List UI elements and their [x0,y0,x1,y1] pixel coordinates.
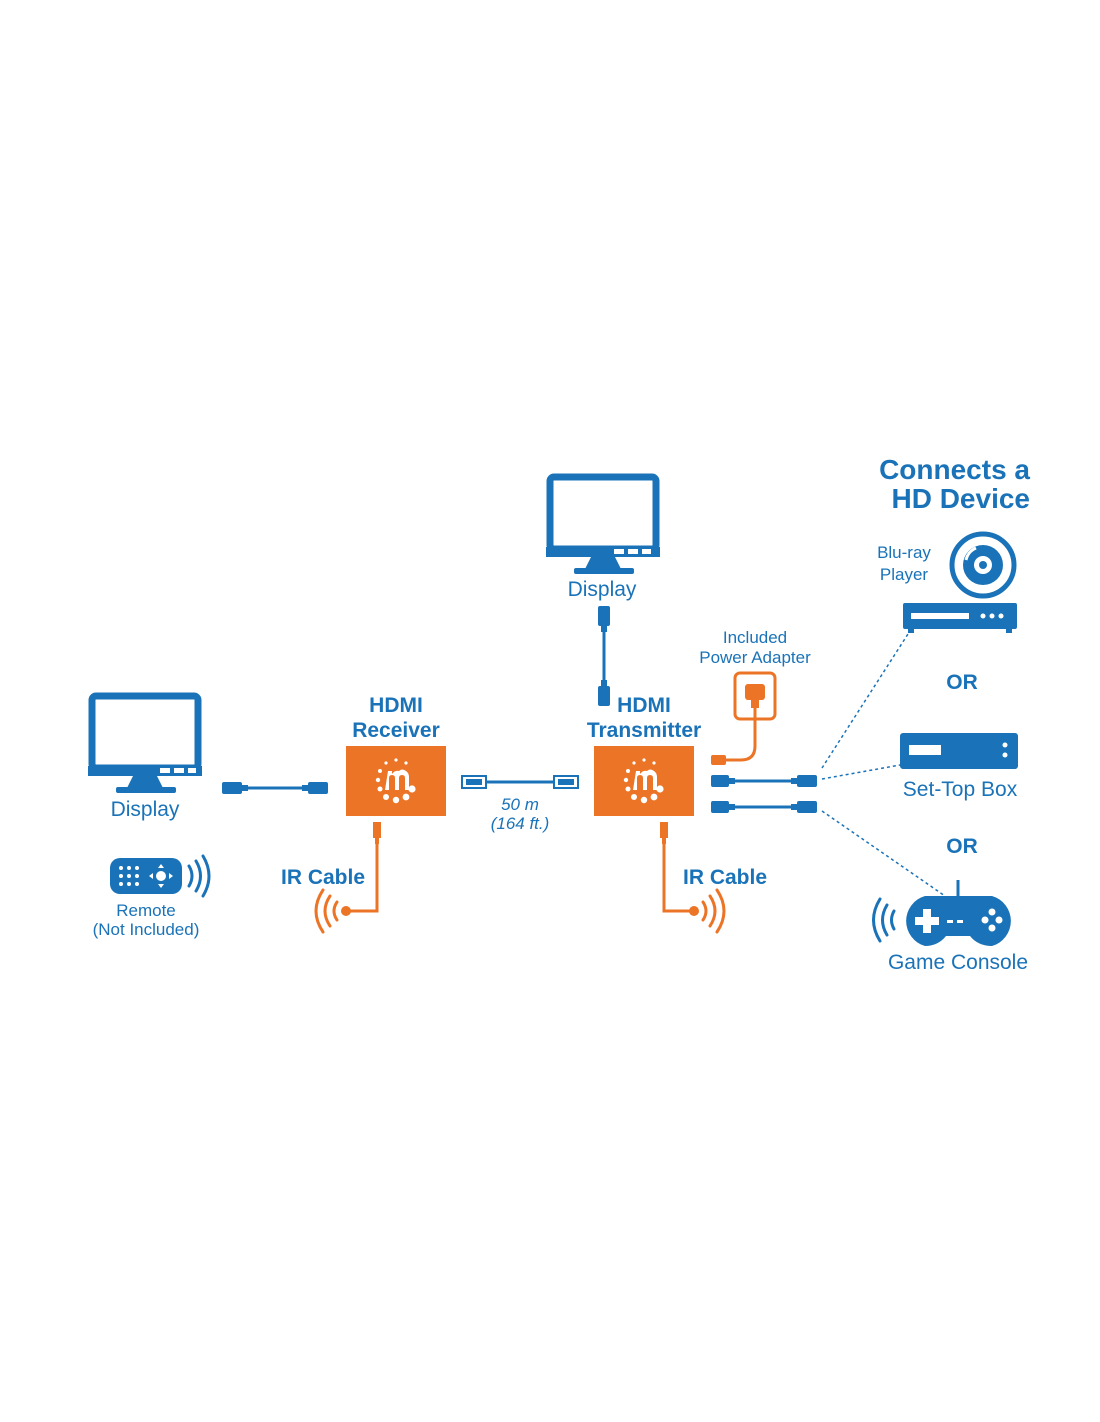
cable-length-feet: (164 ft.) [491,814,550,833]
receiver-label-line1: HDMI [369,694,423,717]
remote-icon [110,858,182,894]
connector-dotted-lines [821,633,946,897]
network-cable [461,775,579,789]
heading-line2: HD Device [891,483,1030,514]
receiver-logo-icon [375,758,416,804]
remote-note: (Not Included) [93,920,200,939]
bluray-label-line2: Player [880,565,929,584]
hdmi-cable-transmitter-to-device-1 [711,775,817,787]
ir-cable-transmitter [660,822,699,916]
ir-cable-transmitter-label: IR Cable [683,866,767,889]
game-console-label: Game Console [888,951,1028,974]
display-left-icon [88,692,202,793]
ir-cable-receiver-label: IR Cable [281,866,365,889]
transmitter-logo-icon [623,758,664,804]
remote-label: Remote [116,901,176,920]
heading-line1: Connects a [879,454,1030,485]
cable-length-meters: 50 m [501,795,539,814]
display-top-label: Display [568,578,637,601]
gamepad-icon [906,880,1011,946]
disc-icon [949,531,1017,599]
set-top-box-label: Set-Top Box [903,778,1018,801]
power-adapter-label-line1: Included [723,628,787,647]
or-separator-2: OR [946,835,978,858]
transmitter-label-line1: HDMI [617,694,671,717]
power-adapter-label-line2: Power Adapter [699,648,811,667]
game-console-signal-icon [872,897,896,943]
hdmi-cable-transmitter-to-device-2 [711,801,817,813]
display-left-label: Display [111,798,180,821]
power-adapter-icon [711,671,777,765]
receiver-label-line2: Receiver [352,719,440,742]
ir-emitter-transmitter-signal-icon [701,888,726,934]
ir-emitter-receiver-signal-icon [314,888,339,934]
set-top-box-icon [900,733,1018,769]
display-top-icon [546,473,660,574]
ir-cable-receiver [341,822,381,916]
bluray-label-line1: Blu-ray [877,543,931,562]
hdmi-cable-transmitter-to-display [598,606,610,706]
or-separator-1: OR [946,671,978,694]
transmitter-label-line2: Transmitter [587,719,701,742]
bluray-player-icon [903,603,1017,633]
remote-signal-icon [187,854,211,898]
hdmi-cable-display-to-receiver [222,782,328,794]
